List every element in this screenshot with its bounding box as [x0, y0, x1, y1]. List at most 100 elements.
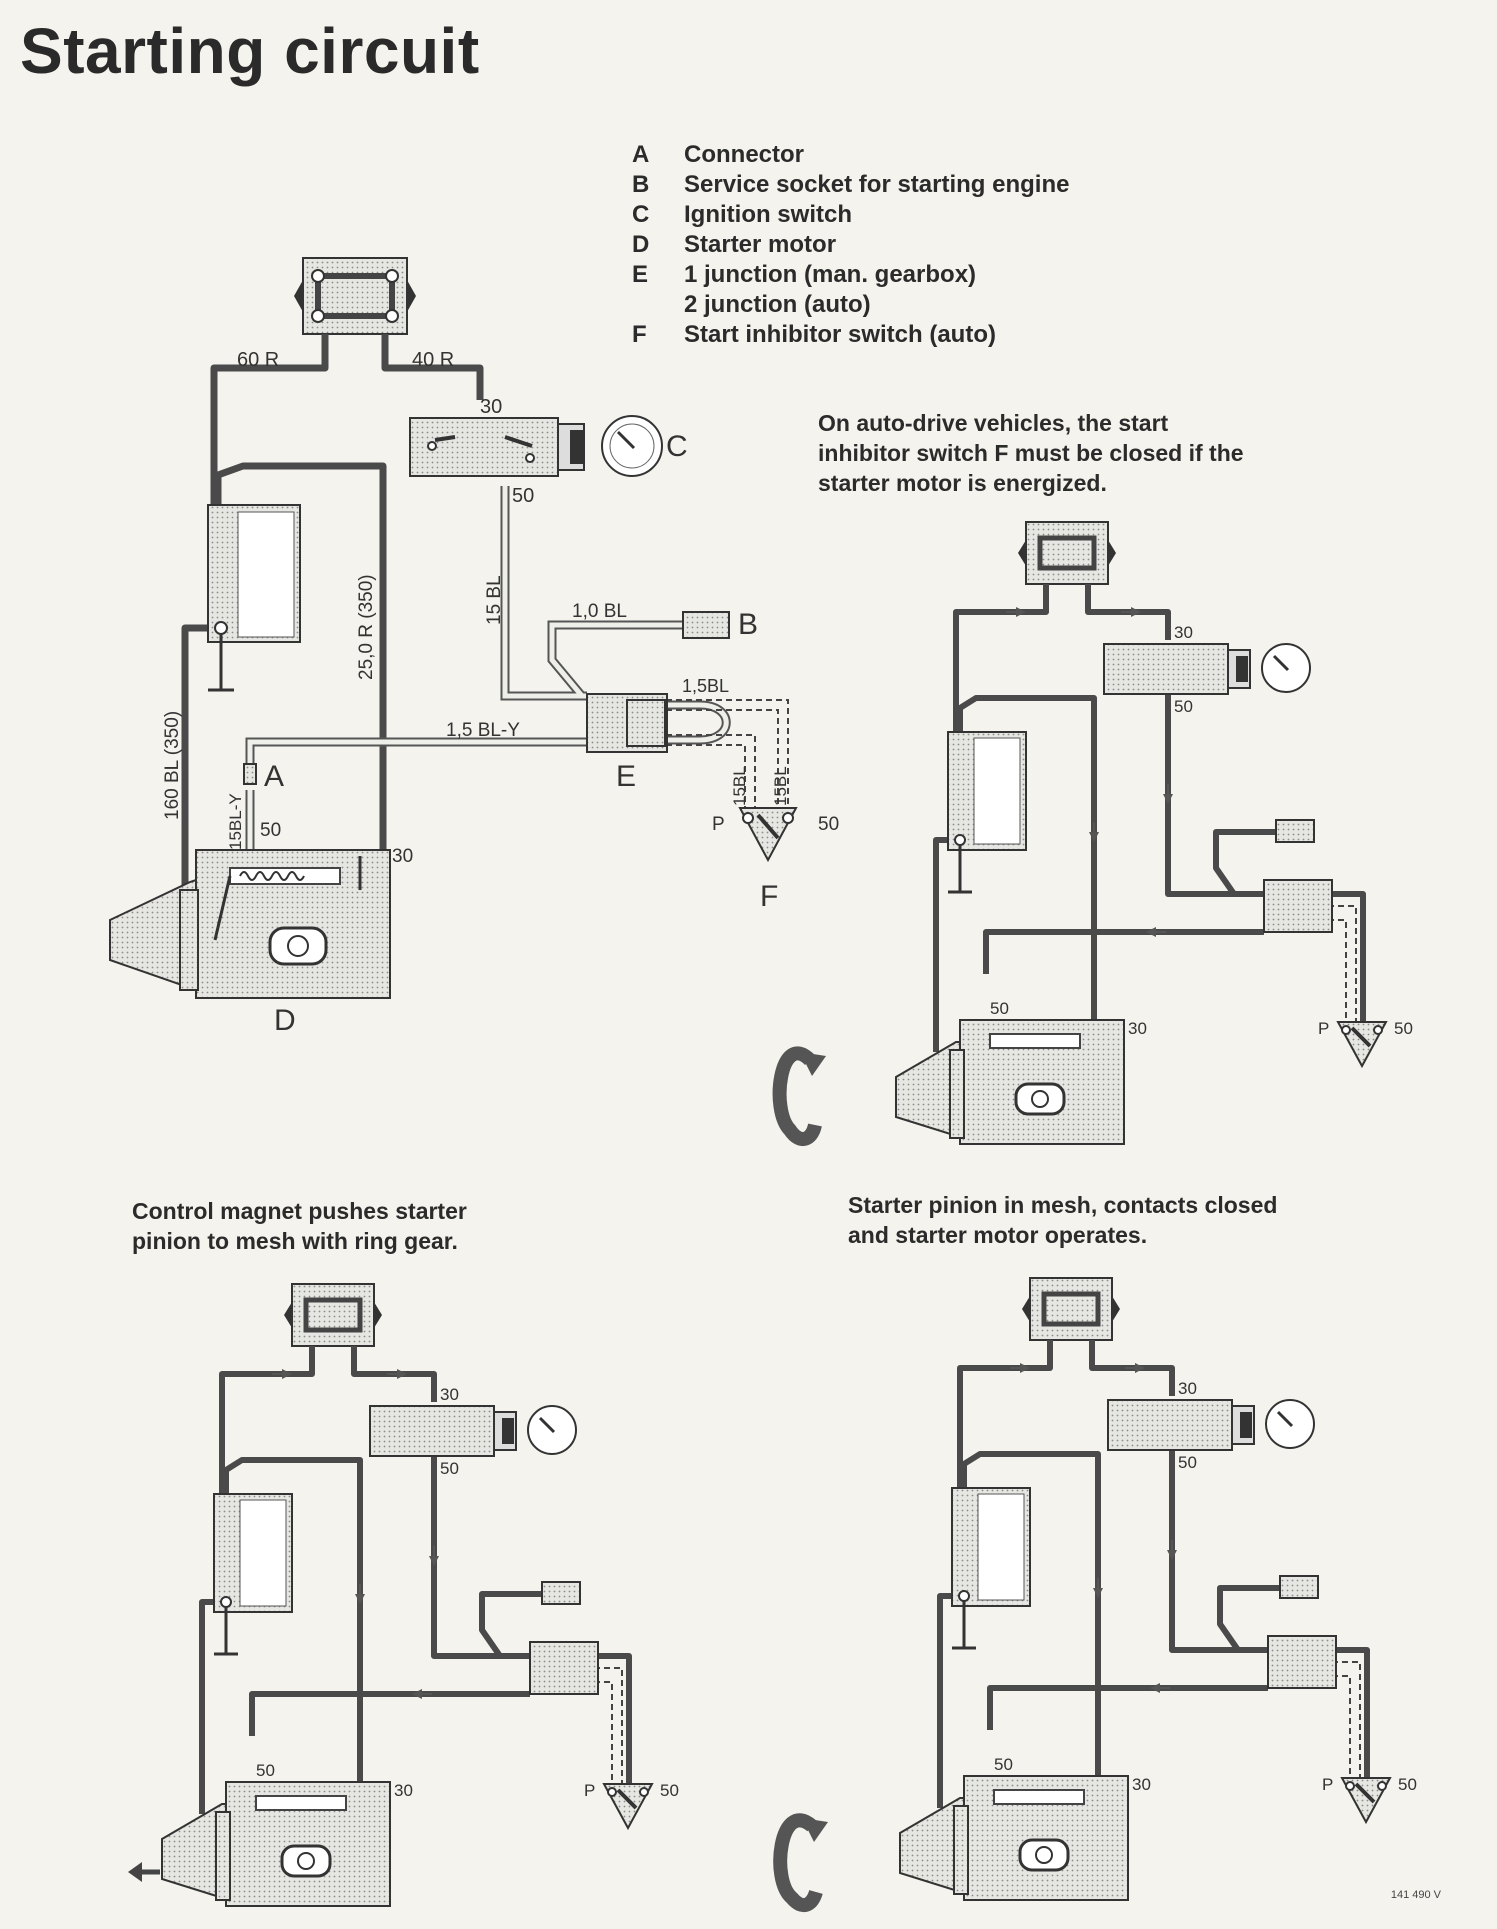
connector-tab — [1022, 1296, 1030, 1322]
thick-wire — [1217, 1585, 1290, 1652]
armature — [280, 1844, 332, 1878]
ignition-lock-core — [1240, 1412, 1252, 1438]
connector-tab — [1018, 540, 1026, 566]
thick-wire — [937, 1593, 964, 1808]
key-icon — [1272, 654, 1290, 672]
starter-pinion — [949, 1049, 965, 1139]
terminal-label: 30 — [1128, 1019, 1147, 1038]
letter-d: D — [274, 1004, 296, 1037]
terminal-label: 50 — [660, 1781, 679, 1800]
terminal-label: 30 — [440, 1385, 459, 1404]
battery-terminal — [954, 834, 966, 846]
thick-wire — [1213, 829, 1286, 896]
service-socket — [541, 1581, 581, 1605]
wire-label-15bl-e: 1,5BL — [682, 676, 729, 696]
starter-pinion — [953, 1805, 969, 1895]
wire-label-15bl-f2: 15BL — [771, 766, 790, 806]
junction — [1267, 1635, 1337, 1689]
junction — [529, 1641, 599, 1695]
terminal-label: 50 — [440, 1459, 459, 1478]
battery — [207, 504, 301, 692]
wire-label-15bl: 15 BL — [484, 575, 505, 625]
inhibitor-contact — [639, 1787, 649, 1797]
thick-wire — [249, 1691, 530, 1736]
terminal-label: 50 — [256, 1761, 275, 1780]
connector-tab — [284, 1302, 292, 1328]
battery-cell — [973, 737, 1021, 845]
page-title: Starting circuit — [20, 15, 480, 87]
letter-c: C — [666, 430, 688, 463]
inhibitor-contact — [1377, 1781, 1387, 1791]
service-socket — [1275, 819, 1315, 843]
legend-row: 2 junction (auto) — [684, 291, 871, 318]
inhibitor-lever — [1354, 1782, 1376, 1804]
terminal-label: 50 — [1178, 1453, 1197, 1472]
terminal-30-motor: 30 — [392, 846, 413, 867]
terminal-label: P — [584, 1781, 595, 1800]
wire-label-10bl: 1,0 BL — [572, 601, 627, 622]
service-socket — [1279, 1575, 1319, 1599]
top-connector — [294, 257, 416, 335]
thick-wire — [953, 584, 1049, 740]
terminal-label: 30 — [394, 1781, 413, 1800]
terminal-50-switch: 50 — [512, 485, 534, 507]
terminal-50-inhibitor: 50 — [818, 814, 839, 835]
dashed-wire — [1308, 919, 1347, 1022]
thick-wire — [983, 929, 1264, 974]
terminal-label: 30 — [1132, 1775, 1151, 1794]
connector-tab — [1112, 1296, 1120, 1322]
rotation-arrow-icon — [773, 1813, 828, 1913]
ignition-lock-core — [502, 1418, 514, 1444]
battery-terminal — [220, 1596, 232, 1608]
wire-label-15bly-vertical: 15BL-Y — [226, 793, 245, 850]
terminal-30-switch: 30 — [480, 396, 502, 418]
connector-tab — [374, 1302, 382, 1328]
letter-e: E — [616, 760, 636, 793]
terminal-label: 50 — [1398, 1775, 1417, 1794]
note-auto-drive: On auto-drive vehicles, the start inhibi… — [818, 410, 1244, 496]
key-icon — [1276, 1410, 1294, 1428]
armature — [1014, 1082, 1066, 1116]
terminal-label: 50 — [990, 999, 1009, 1018]
letter-b: B — [738, 608, 758, 641]
dashed-wire — [1312, 1675, 1351, 1778]
inhibitor-contact — [1341, 1025, 1351, 1035]
dashed-wire — [574, 1681, 613, 1784]
battery-cell — [239, 1499, 287, 1607]
terminal-label: 50 — [994, 1755, 1013, 1774]
ignition-lock-core — [1236, 656, 1248, 682]
dashed-wires — [666, 699, 789, 808]
ignition-switch — [409, 415, 663, 477]
junction-e — [586, 693, 668, 753]
inhibitor-lever — [616, 1788, 638, 1810]
terminal-label: P — [1322, 1775, 1333, 1794]
terminal-p: P — [712, 814, 725, 835]
service-socket — [682, 611, 730, 639]
connector-bridge — [1041, 1291, 1101, 1327]
inhibitor-contact — [607, 1787, 617, 1797]
wire-label-60r: 60 R — [237, 349, 279, 371]
inhibitor-contact — [1373, 1025, 1383, 1035]
terminal-label: 30 — [1178, 1379, 1197, 1398]
junction — [1263, 879, 1333, 933]
connector-tab — [1108, 540, 1116, 566]
wire-label-250r: 25,0 R (350) — [356, 574, 377, 680]
connector-bridge — [1037, 535, 1097, 571]
main-thin-wires-outer — [245, 486, 731, 858]
solenoid-coil — [993, 1789, 1085, 1805]
wire-label-40r: 40 R — [412, 349, 454, 371]
note-control-magnet: Control magnet pushes starter pinion to … — [132, 1198, 467, 1254]
inhibitor-contact — [1345, 1781, 1355, 1791]
main-diagram: 60 R 40 R 30 50 C 15 BL 1,0 BL B 25,0 R … — [109, 257, 839, 1037]
solenoid-coil — [989, 1033, 1081, 1049]
thick-wire — [987, 1685, 1268, 1730]
starter-pinion — [215, 1811, 231, 1901]
battery-terminal — [958, 1590, 970, 1602]
main-thin-wires-inner — [247, 486, 729, 858]
